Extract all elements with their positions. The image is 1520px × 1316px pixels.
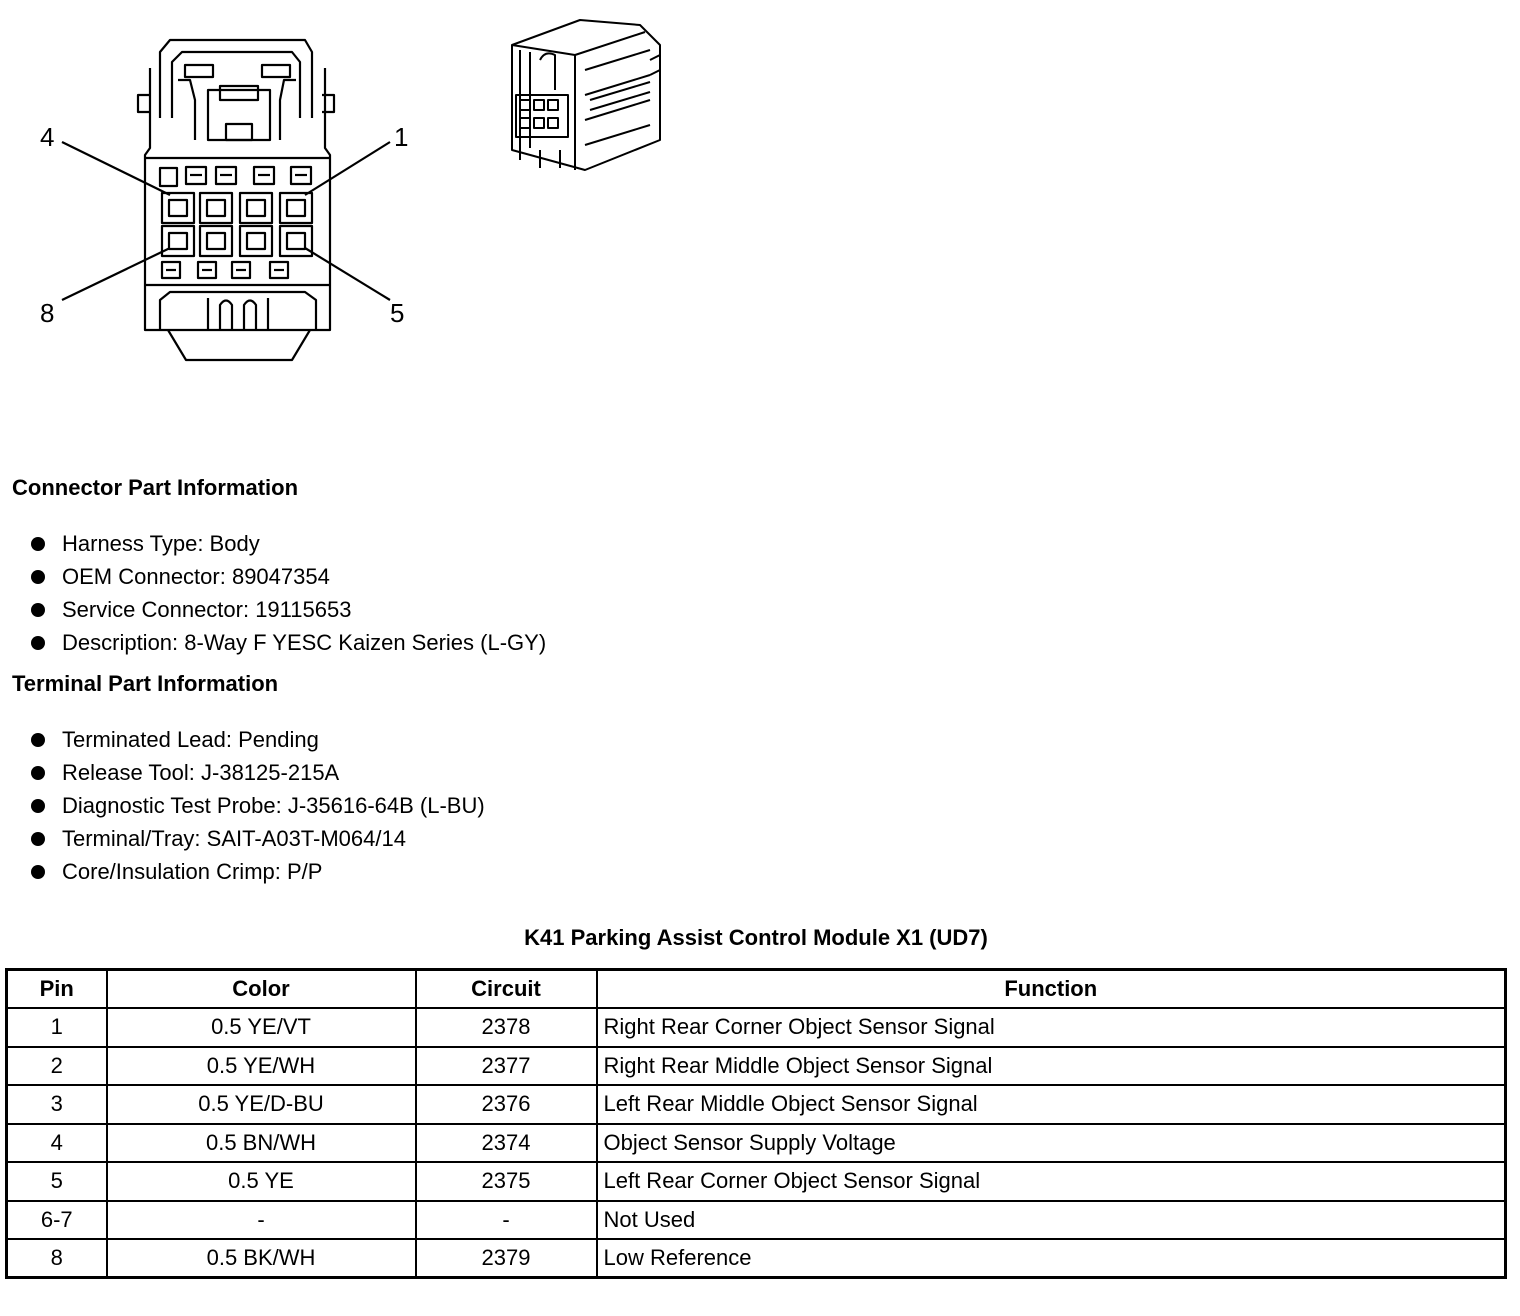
bullet-icon — [31, 832, 45, 846]
bullet-icon — [31, 865, 45, 879]
cell-color: 0.5 YE/VT — [105, 1007, 417, 1048]
cell-pin: 8 — [5, 1238, 108, 1279]
list-item: Harness Type: Body — [30, 527, 546, 560]
list-item: Terminated Lead: Pending — [30, 723, 485, 756]
cell-function: Left Rear Middle Object Sensor Signal — [595, 1084, 1507, 1125]
table-row: 6-7 - - Not Used — [5, 1199, 1507, 1240]
list-item: Core/Insulation Crimp: P/P — [30, 855, 485, 888]
pin-callout-8: 8 — [40, 298, 54, 328]
header-color: Color — [105, 968, 417, 1009]
table-header-row: Pin Color Circuit Function — [5, 968, 1507, 1009]
terminal-tray: Terminal/Tray: SAIT-A03T-M064/14 — [62, 826, 406, 851]
terminated-lead: Terminated Lead: Pending — [62, 727, 319, 752]
bullet-icon — [31, 733, 45, 747]
cell-pin: 3 — [5, 1084, 108, 1125]
header-circuit: Circuit — [414, 968, 598, 1009]
table-row: 2 0.5 YE/WH 2377 Right Rear Middle Objec… — [5, 1045, 1507, 1086]
cell-function: Object Sensor Supply Voltage — [595, 1122, 1507, 1163]
cell-pin: 1 — [5, 1007, 108, 1048]
pin-callout-5: 5 — [390, 298, 404, 328]
bullet-icon — [31, 570, 45, 584]
list-item: Release Tool: J-38125-215A — [30, 756, 485, 789]
service-connector: Service Connector: 19115653 — [62, 597, 352, 622]
header-function: Function — [595, 968, 1507, 1009]
connector-3d-view — [511, 19, 661, 171]
table-row: 8 0.5 BK/WH 2379 Low Reference — [5, 1238, 1507, 1279]
header-pin: Pin — [5, 968, 108, 1009]
connector-info-list: Harness Type: Body OEM Connector: 890473… — [30, 527, 546, 659]
pin-callout-4: 4 — [40, 122, 54, 152]
cell-circuit: 2376 — [414, 1084, 598, 1125]
cell-pin: 4 — [5, 1122, 108, 1163]
table-title: K41 Parking Assist Control Module X1 (UD… — [524, 925, 988, 950]
cell-color: - — [105, 1199, 417, 1240]
bullet-icon — [31, 766, 45, 780]
oem-connector: OEM Connector: 89047354 — [62, 564, 330, 589]
table-row: 3 0.5 YE/D-BU 2376 Left Rear Middle Obje… — [5, 1084, 1507, 1125]
list-item: Service Connector: 19115653 — [30, 593, 546, 626]
terminal-info-title: Terminal Part Information — [12, 671, 279, 696]
cell-function: Right Rear Corner Object Sensor Signal — [595, 1007, 1507, 1048]
release-tool: Release Tool: J-38125-215A — [62, 760, 340, 785]
cell-circuit: 2374 — [414, 1122, 598, 1163]
harness-type: Harness Type: Body — [62, 531, 260, 556]
table-row: 4 0.5 BN/WH 2374 Object Sensor Supply Vo… — [5, 1122, 1507, 1163]
description: Description: 8-Way F YESC Kaizen Series … — [62, 630, 547, 655]
list-item: Diagnostic Test Probe: J-35616-64B (L-BU… — [30, 789, 485, 822]
cell-function: Left Rear Corner Object Sensor Signal — [595, 1161, 1507, 1202]
cell-function: Not Used — [595, 1199, 1507, 1240]
cell-color: 0.5 YE/D-BU — [105, 1084, 417, 1125]
cell-color: 0.5 YE — [105, 1161, 417, 1202]
bullet-icon — [31, 799, 45, 813]
cell-pin: 5 — [5, 1161, 108, 1202]
cell-circuit: 2377 — [414, 1045, 598, 1086]
table-row: 5 0.5 YE 2375 Left Rear Corner Object Se… — [5, 1161, 1507, 1202]
cell-color: 0.5 YE/WH — [105, 1045, 417, 1086]
pin-callout-1: 1 — [394, 122, 408, 152]
cell-color: 0.5 BN/WH — [105, 1122, 417, 1163]
core-insulation-crimp: Core/Insulation Crimp: P/P — [62, 859, 323, 884]
list-item: Description: 8-Way F YESC Kaizen Series … — [30, 626, 546, 659]
list-item: Terminal/Tray: SAIT-A03T-M064/14 — [30, 822, 485, 855]
cell-circuit: 2375 — [414, 1161, 598, 1202]
connector-info-title: Connector Part Information — [12, 475, 299, 500]
list-item: OEM Connector: 89047354 — [30, 560, 546, 593]
terminal-info-list: Terminated Lead: Pending Release Tool: J… — [30, 723, 485, 888]
pin-table: Pin Color Circuit Function 1 0.5 YE/VT 2… — [5, 968, 1507, 1279]
cell-function: Low Reference — [595, 1238, 1507, 1279]
table-row: 1 0.5 YE/VT 2378 Right Rear Corner Objec… — [5, 1007, 1507, 1048]
diagnostic-test-probe: Diagnostic Test Probe: J-35616-64B (L-BU… — [62, 793, 485, 818]
cell-pin: 2 — [5, 1045, 108, 1086]
bullet-icon — [31, 603, 45, 617]
cell-color: 0.5 BK/WH — [105, 1238, 417, 1279]
cell-pin: 6-7 — [5, 1199, 108, 1240]
cell-circuit: 2378 — [414, 1007, 598, 1048]
cell-circuit: 2379 — [414, 1238, 598, 1279]
bullet-icon — [31, 636, 45, 650]
bullet-icon — [31, 537, 45, 551]
cell-circuit: - — [414, 1199, 598, 1240]
connector-diagram: 4 1 8 5 — [40, 19, 661, 362]
cell-function: Right Rear Middle Object Sensor Signal — [595, 1045, 1507, 1086]
